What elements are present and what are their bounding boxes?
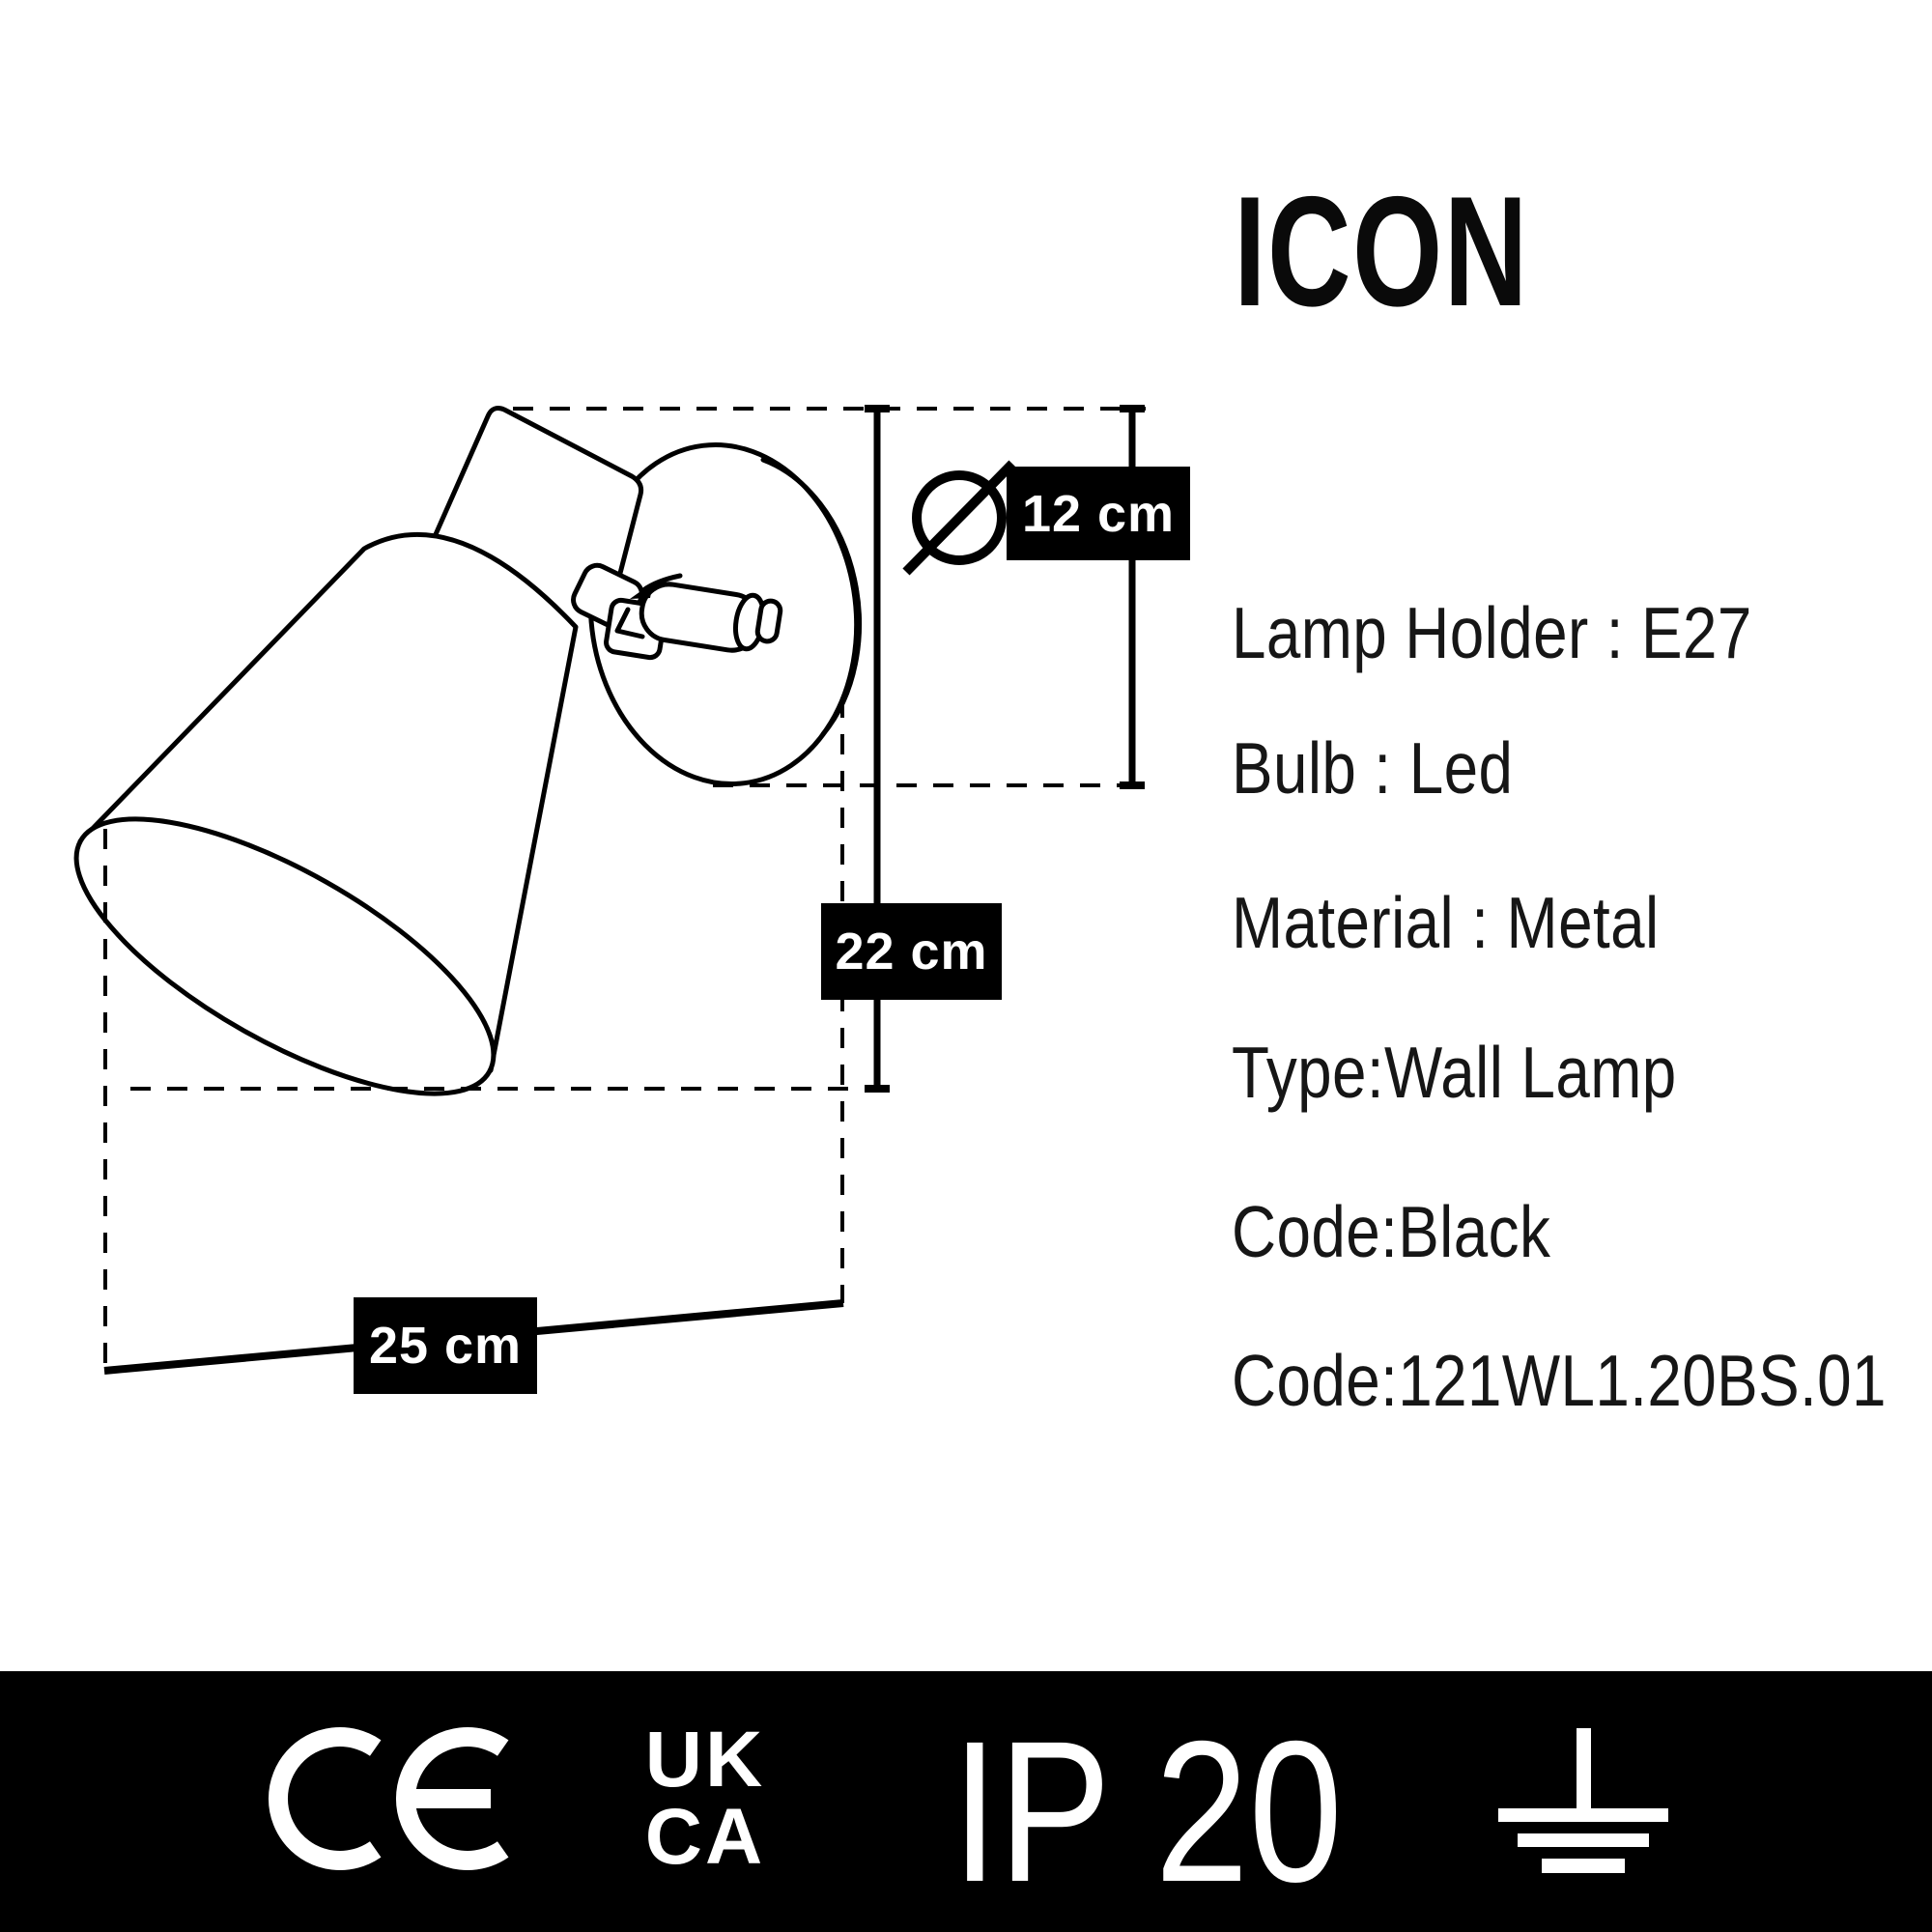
spec-bulb: Bulb : Led [1232, 727, 1514, 809]
shade-opening-rim [73, 816, 497, 1096]
lamp-neck [433, 408, 641, 614]
spec-material: Material : Metal [1232, 882, 1660, 963]
dimension-label-diameter: 12 cm [1007, 467, 1190, 560]
swivel-joint [571, 562, 783, 661]
rotation-arrow-icon [630, 573, 683, 599]
mounting-plate [587, 442, 862, 786]
projection-lines [103, 407, 1146, 1371]
lamp-shade-cone [80, 534, 576, 1070]
page-title: ICON [1234, 164, 1529, 339]
spec-lamp-holder: Lamp Holder : E27 [1232, 592, 1752, 673]
spec-code-number: Code:121WL1.20BS.01 [1232, 1340, 1887, 1421]
diameter-symbol-icon [902, 460, 1016, 576]
dimension-label-height: 22 cm [821, 903, 1002, 1000]
ukca-mark-line1: UK [644, 1716, 766, 1804]
spec-code-color: Code:Black [1232, 1191, 1551, 1272]
dimension-label-depth: 25 cm [354, 1297, 537, 1394]
spec-type: Type:Wall Lamp [1232, 1032, 1677, 1113]
ip-rating-label: IP 20 [952, 1700, 1343, 1924]
ukca-mark: UK CA [618, 1716, 792, 1881]
ukca-mark-line2: CA [644, 1793, 766, 1881]
